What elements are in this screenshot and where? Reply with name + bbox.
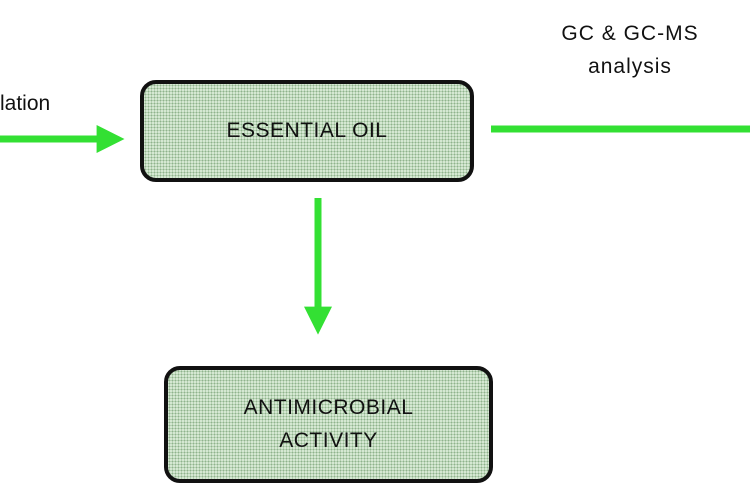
extraction-label: lation xyxy=(0,88,50,121)
extraction-label-text: lation xyxy=(0,92,51,115)
antimicrobial-activity-box: ANTIMICROBIAL ACTIVITY xyxy=(164,366,493,483)
antimicrobial-activity-line2: ACTIVITY xyxy=(279,428,378,452)
gc-analysis-label-line2: analysis xyxy=(588,54,672,78)
essential-oil-label: ESSENTIAL OIL xyxy=(226,118,388,142)
gc-analysis-label: GC & GC-MS analysis xyxy=(520,18,740,83)
gc-analysis-label-line1: GC & GC-MS xyxy=(561,22,699,45)
antimicrobial-activity-line1: ANTIMICROBIAL xyxy=(243,395,414,419)
essential-oil-box: ESSENTIAL OIL xyxy=(140,80,474,182)
